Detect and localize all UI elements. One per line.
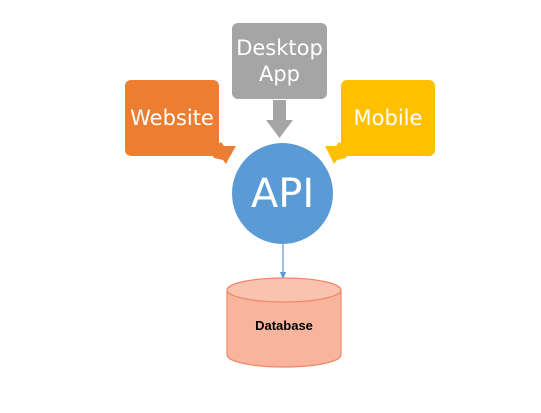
api-label: API [250, 170, 315, 217]
desktop-app-node: Desktop App [232, 23, 327, 99]
database-cylinder [226, 277, 342, 368]
database-label: Database [255, 317, 313, 333]
database-node: Database [227, 300, 341, 350]
website-label: Website [130, 106, 214, 130]
database-body [226, 289, 342, 368]
website-node: Website [125, 80, 219, 156]
mobile-label: Mobile [353, 106, 423, 130]
api-node: API [232, 143, 333, 244]
desktop-to-api-arrow [266, 100, 293, 138]
desktop-app-label: Desktop App [236, 36, 323, 86]
database-top [226, 277, 342, 303]
mobile-node: Mobile [341, 80, 435, 156]
